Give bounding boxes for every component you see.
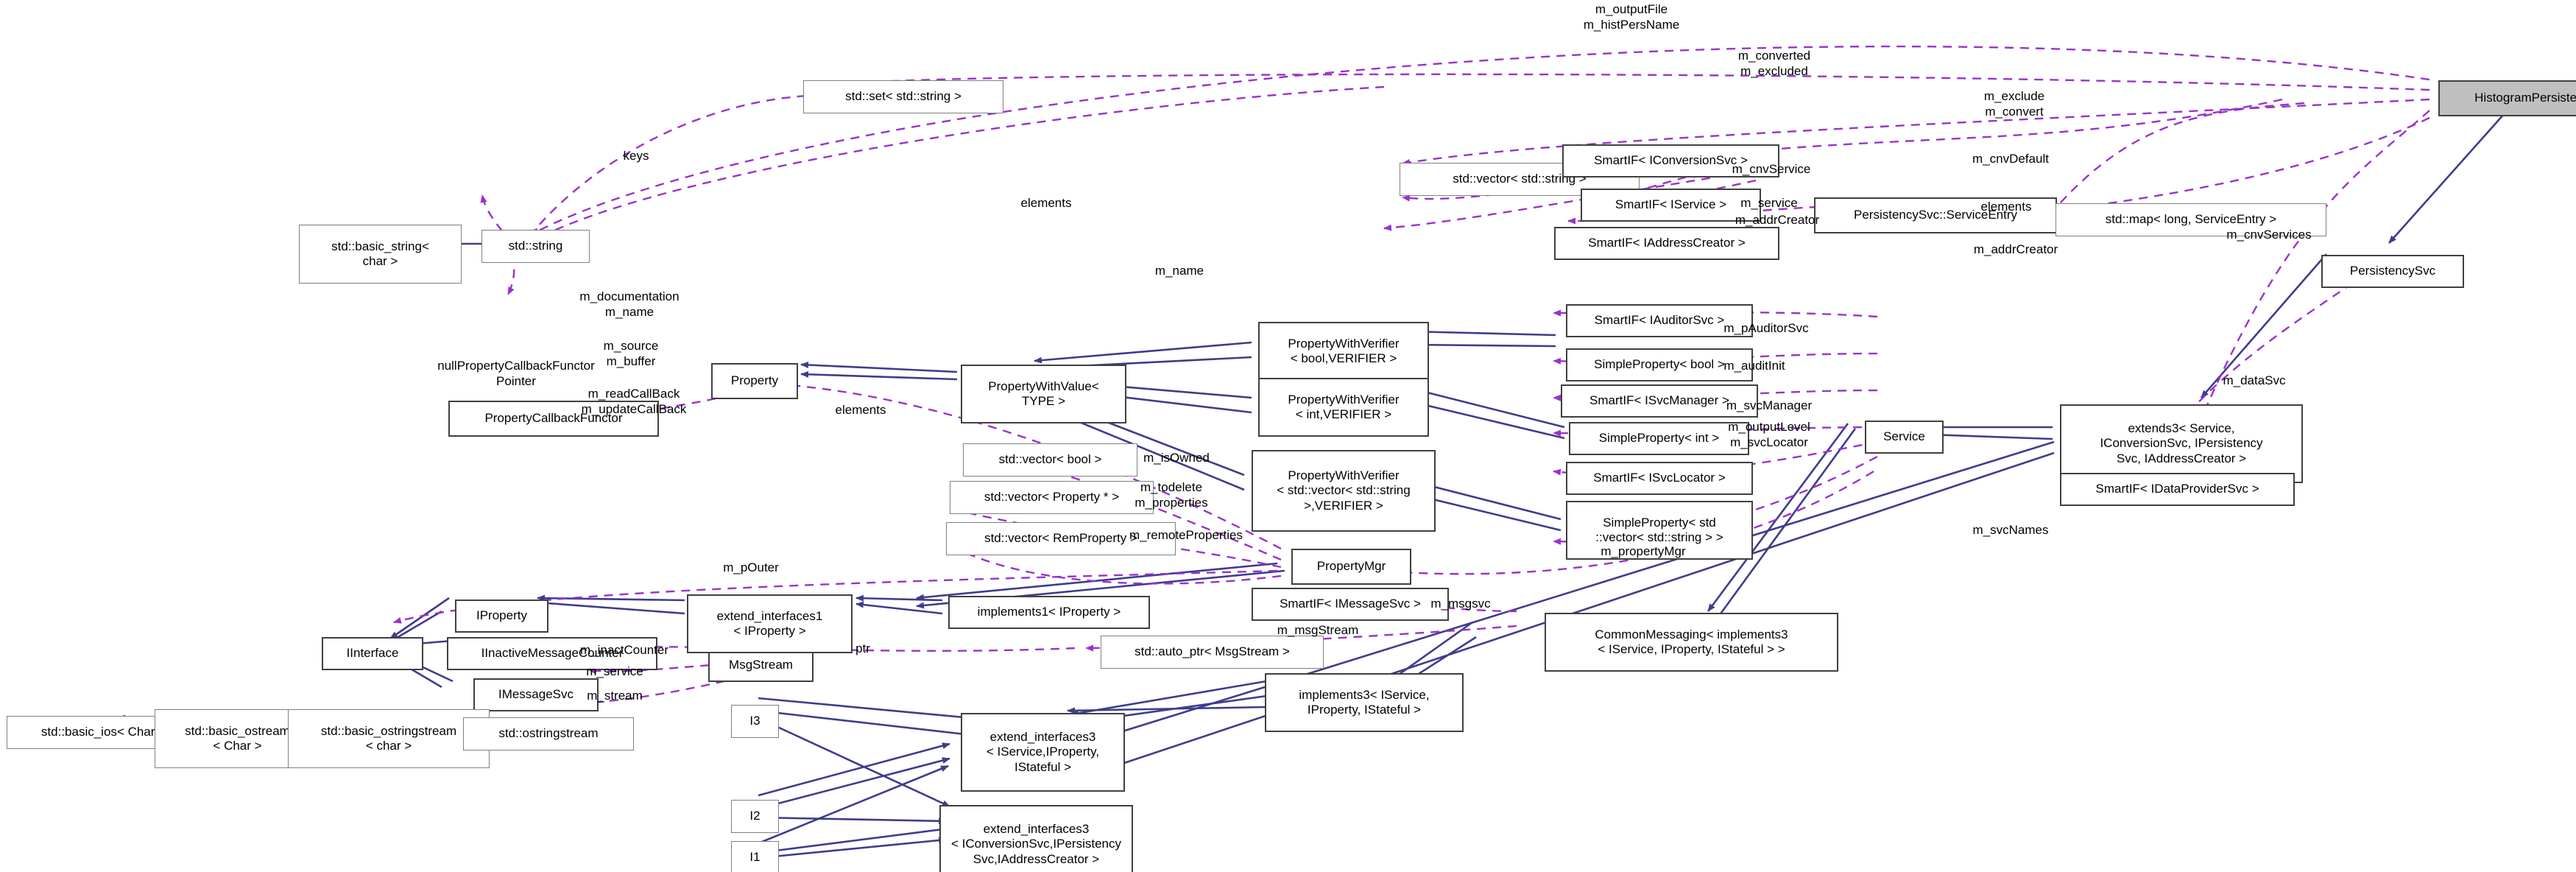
edge-label-elements-mid: elements <box>1980 200 2032 214</box>
edge-label-nullpcf: nullPropertyCallbackFunctor Pointer <box>437 359 595 389</box>
class-node-commonmessaging[interactable]: CommonMessaging< implements3 < IService,… <box>1545 613 1838 672</box>
edge-label-remoteprops: m_remoteProperties <box>1129 528 1243 542</box>
edge-label-svcnames: m_svcNames <box>1972 523 2049 537</box>
class-node-string[interactable]: std::string <box>481 230 590 263</box>
class-node-smartif-iconvsvc[interactable]: SmartIF< IConversionSvc > <box>1562 144 1779 177</box>
edge-label-inactcounter: m_inactCounter <box>579 643 669 657</box>
class-node-smartif-iservice[interactable]: SmartIF< IService > <box>1581 189 1761 222</box>
class-node-pwv-bool[interactable]: PropertyWithVerifier < bool,VERIFIER > <box>1258 322 1429 381</box>
class-node-service[interactable]: Service <box>1865 421 1944 454</box>
class-node-extends3[interactable]: extends3< Service, IConversionSvc, IPers… <box>2060 404 2303 483</box>
edge-label-elements-top: elements <box>1020 196 1072 210</box>
edge-label-cnvservice: m_cnvService <box>1732 162 1811 176</box>
edge-label-service2: m_service <box>586 664 643 678</box>
class-node-pwv-int[interactable]: PropertyWithVerifier < int,VERIFIER > <box>1258 378 1429 437</box>
class-node-callbackfunctor[interactable]: PropertyCallbackFunctor <box>448 401 659 437</box>
edge-label-outputlevel: m_outputLevel m_svcLocator <box>1728 420 1810 450</box>
class-node-map-serviceentry[interactable]: std::map< long, ServiceEntry > <box>2055 203 2326 236</box>
class-node-basic-string[interactable]: std::basic_string< char > <box>299 225 462 284</box>
class-node-iinactivemsg[interactable]: IInactiveMessageCounter <box>447 637 657 670</box>
class-node-i1[interactable]: I1 <box>731 841 779 872</box>
class-node-iproperty[interactable]: IProperty <box>455 600 548 633</box>
edge-label-auditinit: m_auditInit <box>1723 359 1785 373</box>
edge-label-outputfile: m_outputFile m_histPersName <box>1583 2 1680 32</box>
class-node-property-with-value[interactable]: PropertyWithValue< TYPE > <box>961 365 1126 423</box>
class-node-smartif-iauditor[interactable]: SmartIF< IAuditorSvc > <box>1566 304 1753 337</box>
edge-label-propertymgr: m_propertyMgr <box>1601 544 1686 558</box>
edge-label-documentation: m_documentation m_name <box>579 289 680 320</box>
class-node-propertymgr[interactable]: PropertyMgr <box>1291 549 1411 585</box>
class-node-extend-if3-isvc[interactable]: extend_interfaces3 < IService,IProperty,… <box>961 713 1125 792</box>
edge-label-msgsvc: m_msgsvc <box>1430 597 1491 611</box>
class-node-pwv-vecstring[interactable]: PropertyWithVerifier < std::vector< std:… <box>1252 450 1436 532</box>
class-node-simpleprop-int[interactable]: SimpleProperty< int > <box>1569 422 1749 455</box>
class-node-auto-ptr-msgstream[interactable]: std::auto_ptr< MsgStream > <box>1101 636 1324 669</box>
edge-label-pauditorsvc: m_pAuditorSvc <box>1723 321 1809 335</box>
class-node-persistencysvc[interactable]: PersistencySvc <box>2321 255 2464 288</box>
edge-label-svcmanager: m_svcManager <box>1726 398 1813 412</box>
edge-label-keys: keys <box>623 149 649 163</box>
edge-label-source: m_source m_buffer <box>603 339 659 369</box>
class-node-basic-ostringstream[interactable]: std::basic_ostringstream < char > <box>288 709 490 768</box>
class-node-histpersistencysvc[interactable]: HistogramPersistencySvc <box>2438 80 2576 116</box>
class-node-imessagesvc[interactable]: IMessageSvc <box>473 678 599 711</box>
edge-label-addrcreator-1: m_addrCreator <box>1735 213 1820 227</box>
edge-label-datasvc: m_dataSvc <box>2223 373 2286 387</box>
class-node-vec-remproperty[interactable]: std::vector< RemProperty > <box>946 522 1176 555</box>
class-node-implements3[interactable]: implements3< IService, IProperty, IState… <box>1265 673 1464 732</box>
class-node-smartif-iaddrcreate[interactable]: SmartIF< IAddressCreator > <box>1554 227 1779 260</box>
edge-label-addrcreator-2: m_addrCreator <box>1973 242 2058 256</box>
class-node-smartif-isvcmgr[interactable]: SmartIF< ISvcManager > <box>1561 384 1758 418</box>
edge-label-cnvservices: m_cnvServices <box>2226 228 2312 242</box>
class-node-smartif-idataprov[interactable]: SmartIF< IDataProviderSvc > <box>2060 473 2295 506</box>
class-node-smartif-isvcloc[interactable]: SmartIF< ISvcLocator > <box>1566 462 1753 495</box>
edge-label-ptr: ptr <box>855 641 870 655</box>
class-node-smartif-imsgsvc-b[interactable]: SmartIF< IMessageSvc > <box>1252 588 1449 621</box>
edge-label-msgstream-a: m_msgStream <box>1277 623 1359 637</box>
class-node-msgstream[interactable]: MsgStream <box>708 649 814 682</box>
class-node-vec-property[interactable]: std::vector< Property * > <box>950 481 1154 514</box>
edge-label-converted: m_converted m_excluded <box>1737 49 1811 79</box>
class-node-ostringstream[interactable]: std::ostringstream <box>463 717 634 750</box>
edge-label-exclude: m_exclude m_convert <box>1983 89 2045 119</box>
edge-label-cnvdefault: m_cnvDefault <box>1972 152 2049 166</box>
edge-label-elements-prop: elements <box>835 403 886 417</box>
class-node-implements1-iprop[interactable]: implements1< IProperty > <box>948 596 1150 629</box>
edge-label-isowned: m_isOwned <box>1143 451 1210 465</box>
class-node-simpleprop-bool[interactable]: SimpleProperty< bool > <box>1566 348 1753 382</box>
edge-label-pouter: m_pOuter <box>723 560 779 574</box>
class-node-property[interactable]: Property <box>711 363 798 399</box>
class-node-i3[interactable]: I3 <box>731 705 779 738</box>
class-node-serviceentry[interactable]: PersistencySvc::ServiceEntry <box>1814 197 2057 233</box>
class-node-simpleprop-vecstr[interactable]: SimpleProperty< std ::vector< std::strin… <box>1566 501 1753 560</box>
edge-label-todelete: m_todelete m_properties <box>1135 480 1208 510</box>
edge-label-name: m_name <box>1154 264 1204 278</box>
class-node-iinterface[interactable]: IInterface <box>322 637 423 670</box>
class-node-vec-bool[interactable]: std::vector< bool > <box>963 443 1137 477</box>
class-node-set-string[interactable]: std::set< std::string > <box>803 80 1003 113</box>
edge-label-readcallback: m_readCallBack m_updateCallBack <box>581 387 687 417</box>
edge-label-service: m_service <box>1740 196 1798 210</box>
class-node-extend-if1-iprop[interactable]: extend_interfaces1 < IProperty > <box>687 594 853 653</box>
class-node-extend-if3-iconv[interactable]: extend_interfaces3 < IConversionSvc,IPer… <box>939 805 1133 872</box>
class-node-i2[interactable]: I2 <box>731 800 779 833</box>
edge-label-stream: m_stream <box>587 689 643 703</box>
